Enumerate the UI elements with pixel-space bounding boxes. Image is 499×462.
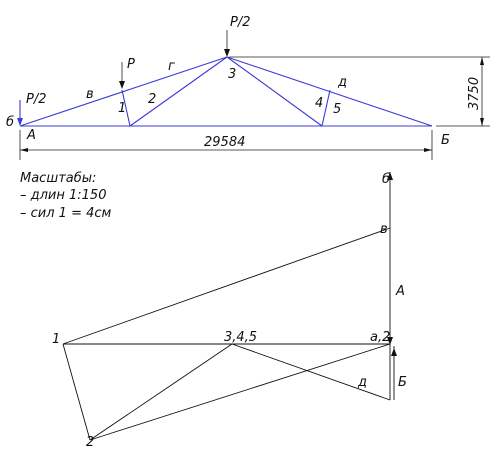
label-member-v: в (86, 87, 94, 102)
force-line-v-1 (62, 227, 391, 345)
label-member-5: 5 (333, 102, 341, 117)
label-span: 29584 (204, 135, 245, 150)
height-arrow-top (480, 57, 484, 65)
label-member-b: б (6, 115, 14, 130)
label-load-left: P/2 (26, 92, 47, 107)
truss-diagram: P/2 P/2 P б в г д 2 5 1 3 4 А Б 29584 37… (6, 15, 490, 160)
label-load-apex: P/2 (230, 15, 251, 30)
force-line-1-2 (62, 343, 91, 441)
label-node-3: 3 (228, 67, 236, 82)
height-arrow-bottom (480, 118, 484, 126)
polygon-label-b: б (382, 172, 390, 187)
label-node-4: 4 (315, 96, 323, 111)
label-member-g: г (168, 59, 175, 74)
load-arrow-left-head (17, 118, 23, 126)
load-arrow-apex-head (224, 49, 230, 57)
label-node-1: 1 (118, 101, 126, 116)
diagonal-left (129, 56, 228, 127)
force-polygon: б в А 1 3,4,5 а,2 д Б 2 (52, 172, 407, 450)
polygon-label-d: д (357, 375, 367, 390)
polygon-label-2: 2 (86, 435, 94, 450)
top-chord-left (19, 56, 228, 127)
label-node-A: А (26, 128, 36, 143)
polygon-label-1: 1 (52, 332, 60, 347)
scales-lengths: – длин 1:150 (20, 188, 106, 203)
scales-note: Масштабы: – длин 1:150 – сил 1 = 4см (20, 171, 112, 221)
polygon-label-v: в (380, 222, 388, 237)
label-load-node1: P (127, 57, 135, 72)
scales-title: Масштабы: (20, 171, 96, 186)
vertical-1 (121, 89, 131, 127)
force-line-345-d (231, 343, 391, 401)
polygon-label-a2: а,2 (370, 330, 390, 345)
load-line-arrow-top (387, 172, 393, 180)
polygon-label-A: А (395, 284, 405, 299)
scales-forces: – сил 1 = 4см (20, 206, 112, 221)
diagonal-right (226, 56, 323, 127)
load-line-arrow-mid (387, 337, 393, 345)
force-line-2-a (89, 343, 391, 441)
polygon-label-345: 3,4,5 (224, 330, 257, 345)
label-height: 3750 (467, 77, 482, 110)
label-node-B: Б (441, 133, 450, 148)
polygon-label-B: Б (398, 375, 407, 390)
label-member-d: д (337, 75, 347, 90)
load-arrow-node1-head (119, 81, 125, 89)
vertical-4 (321, 89, 331, 127)
span-arrow-left (20, 148, 28, 152)
reaction-B-arrow (391, 348, 397, 356)
span-arrow-right (424, 148, 432, 152)
label-member-2: 2 (148, 92, 156, 107)
force-line-2-345 (89, 343, 233, 441)
